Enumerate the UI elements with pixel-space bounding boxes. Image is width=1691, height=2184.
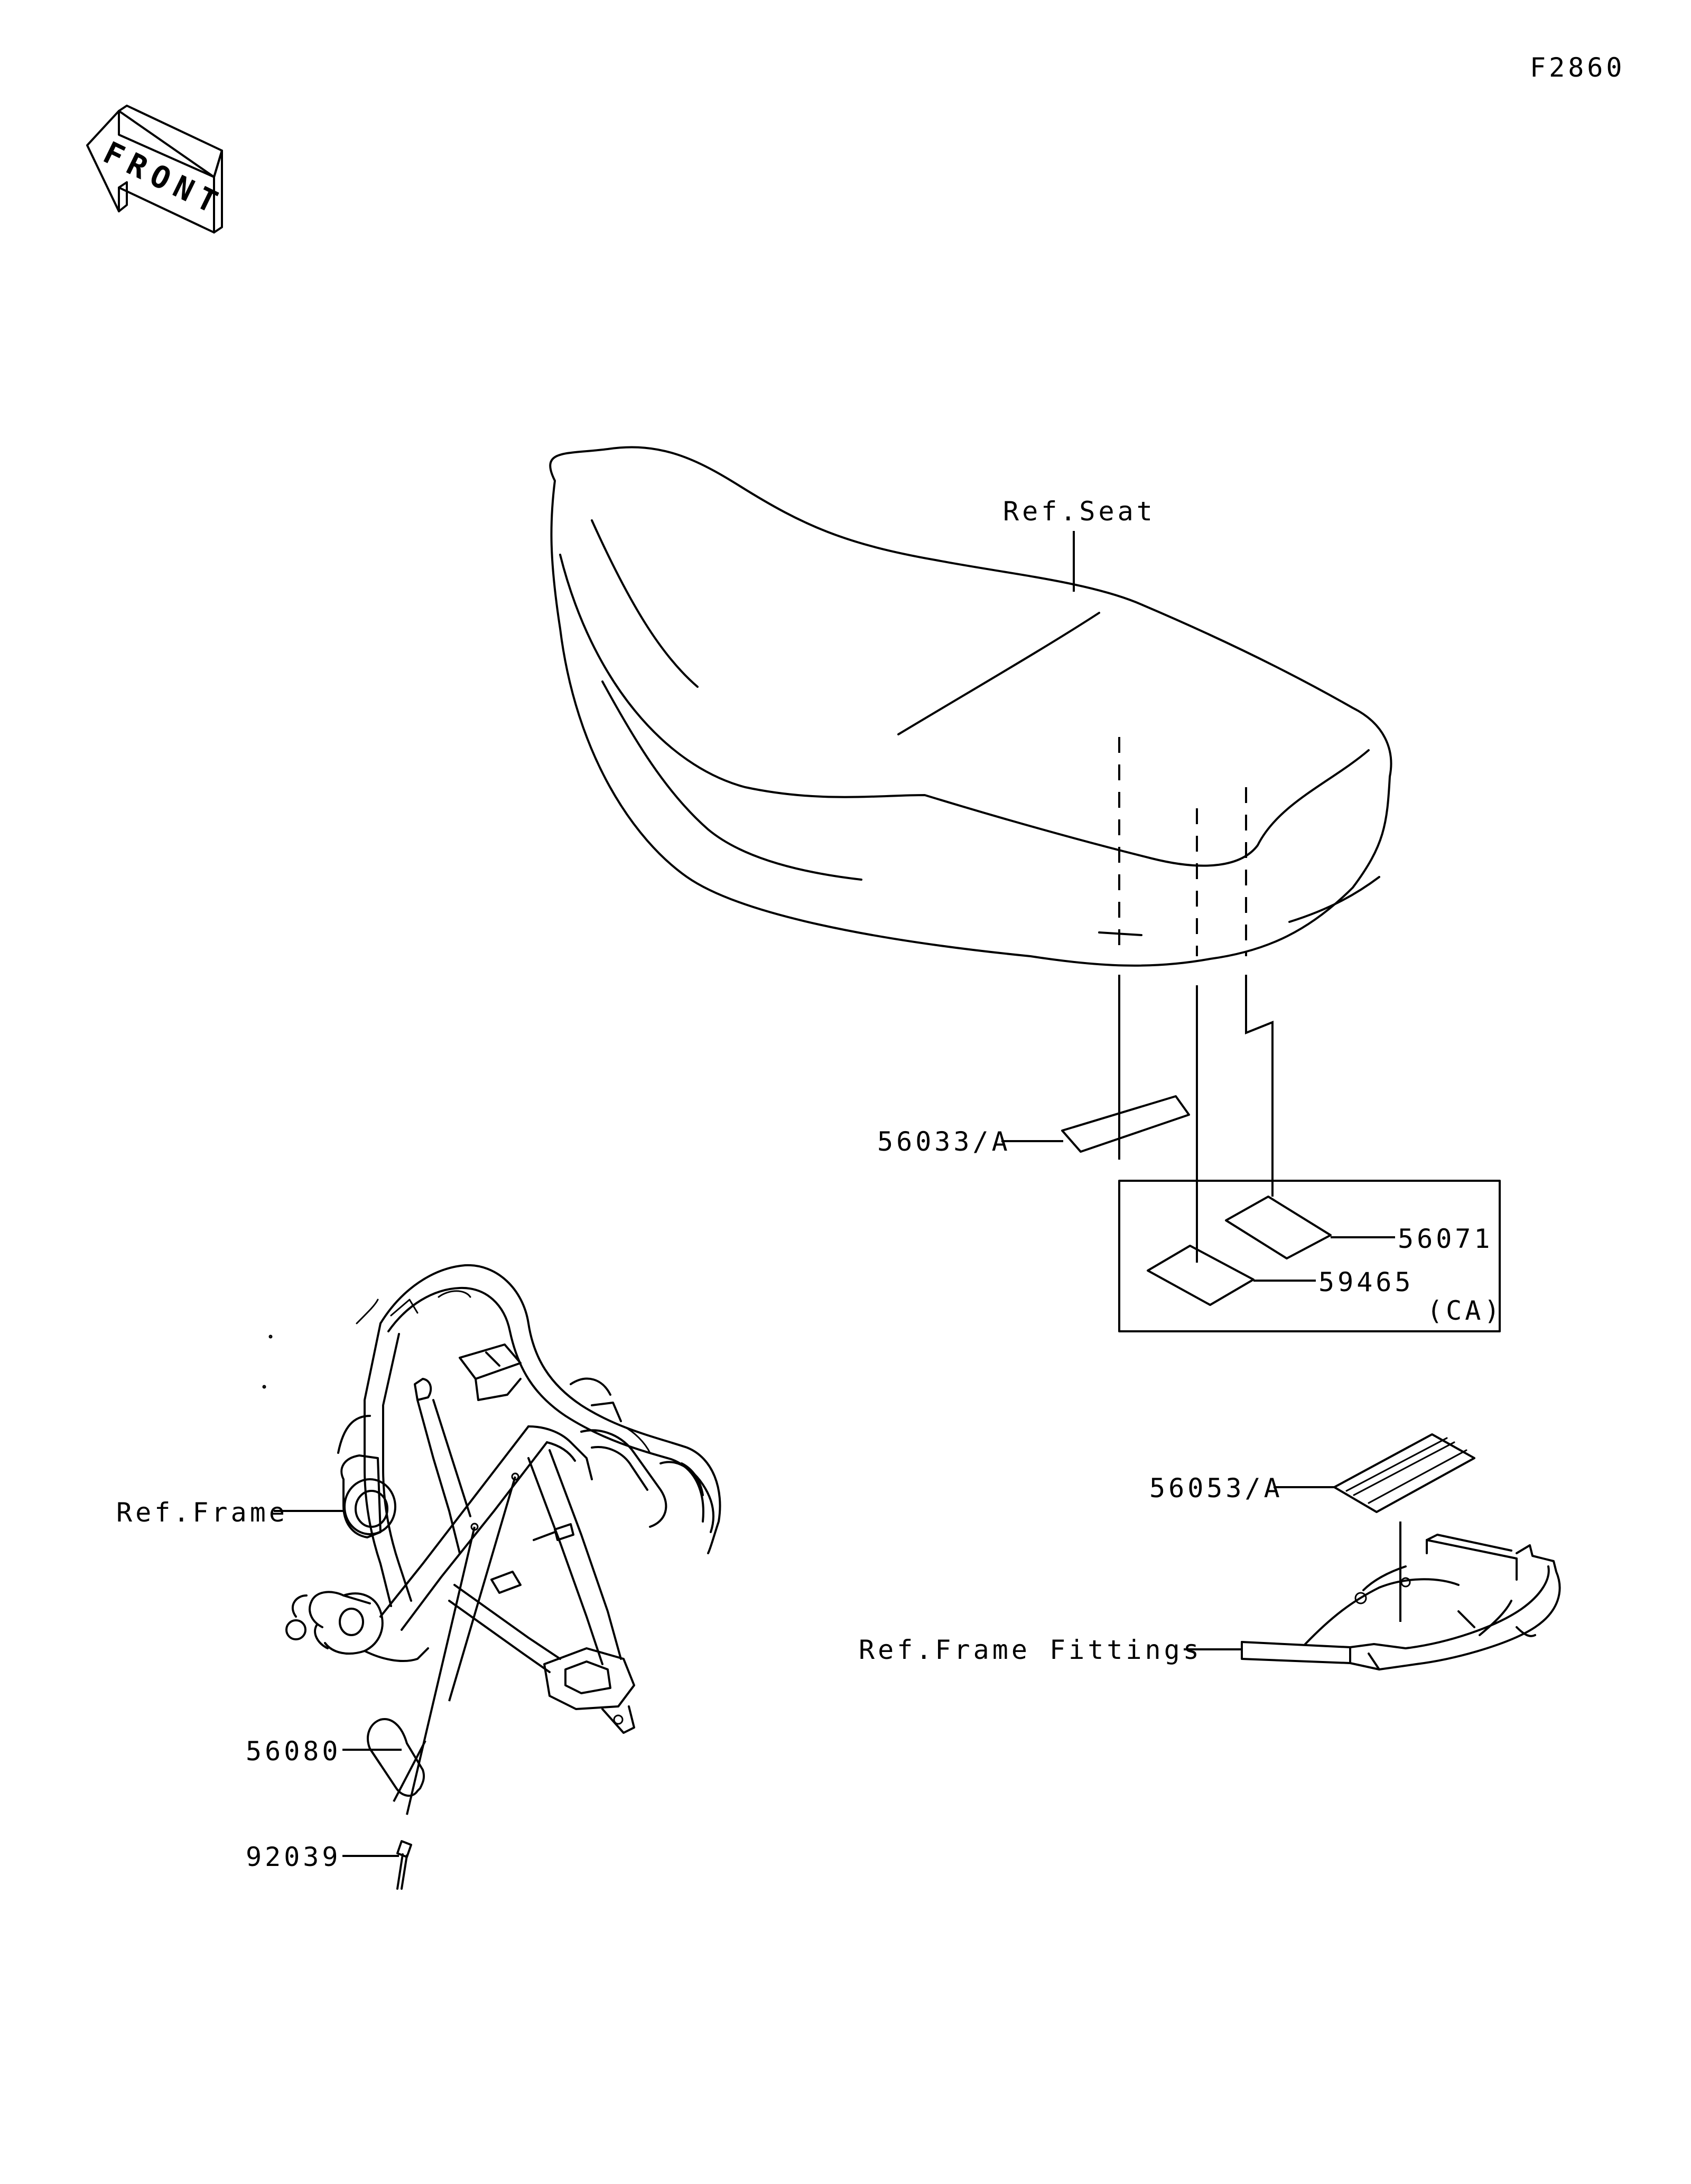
label-56053a [1333, 1433, 1475, 1513]
part-56053a-label: 56053/A [1149, 1473, 1283, 1504]
rivet-92039 [396, 1840, 412, 1890]
frame-fittings-part [1241, 1534, 1561, 1670]
seat-outline [549, 446, 1392, 967]
label-59465 [1147, 1245, 1255, 1306]
region-ca-label: (CA) [1427, 1295, 1503, 1326]
part-92039-label: 92039 [246, 1842, 341, 1872]
part-56033a-label: 56033/A [877, 1126, 1011, 1157]
figure-code: F2860 [1530, 52, 1625, 83]
front-direction-arrow-icon: FRONT [86, 105, 230, 234]
part-56080-label: 56080 [246, 1736, 341, 1767]
ref-seat-label: Ref.Seat [1003, 496, 1156, 527]
label-56033a [1061, 1095, 1190, 1153]
part-56071-label: 56071 [1398, 1224, 1493, 1254]
part-59465-label: 59465 [1318, 1267, 1414, 1298]
ca-region-box [1118, 1180, 1501, 1332]
label-56071 [1225, 1196, 1332, 1259]
ref-frame-fittings-label: Ref.Frame Fittings [859, 1635, 1202, 1665]
ref-frame-label: Ref.Frame [116, 1497, 288, 1528]
frame-part [285, 1264, 721, 1734]
